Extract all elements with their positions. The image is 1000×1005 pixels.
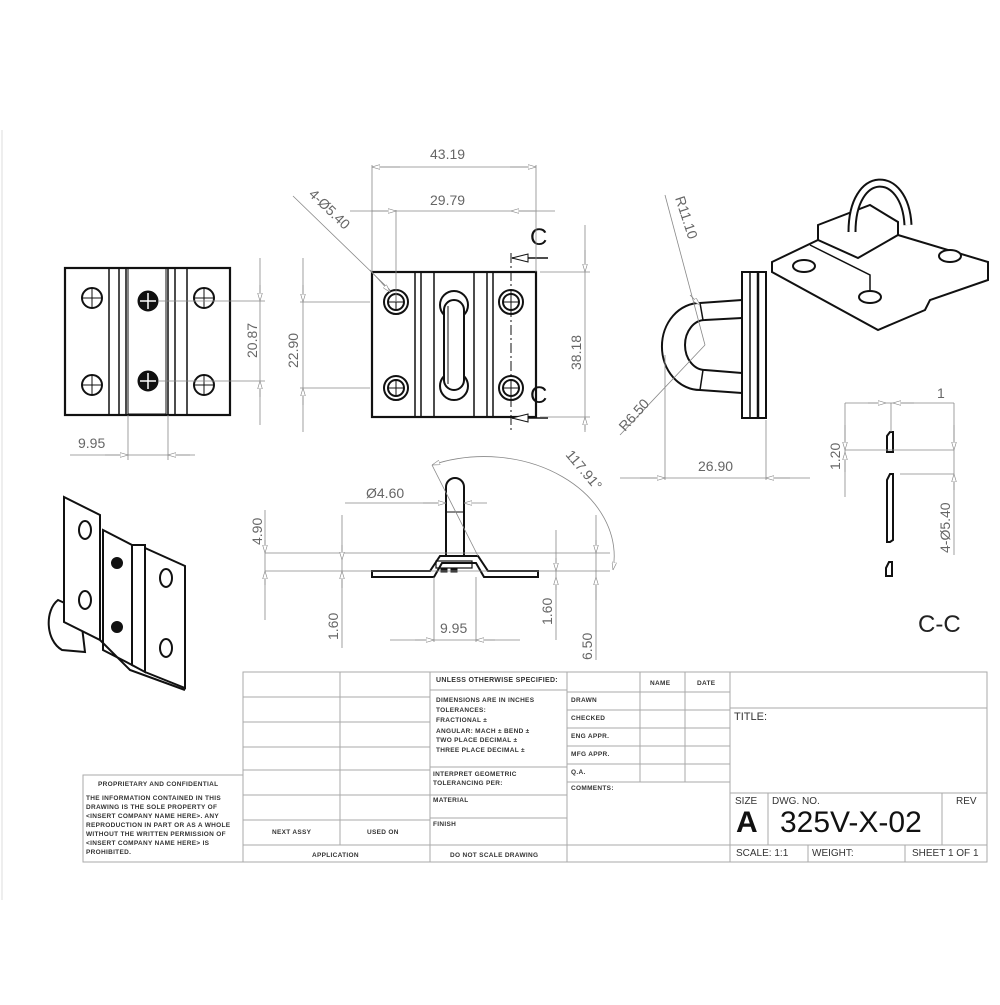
svg-text:38.18: 38.18 [568, 335, 584, 370]
tolerance-line: ANGULAR: MACH ± BEND ± [436, 728, 530, 735]
proprietary-line: THE INFORMATION CONTAINED IN THIS [86, 795, 221, 802]
weight-label: WEIGHT: [812, 848, 854, 859]
svg-text:1.60: 1.60 [325, 613, 341, 640]
bottom-view: Ø4.60 117.91° 4.90 1.60 9.95 1.60 6.50 [249, 447, 614, 660]
svg-text:4.90: 4.90 [249, 518, 265, 545]
next-assy-label: NEXT ASSY [272, 829, 312, 836]
dwg-no-label: DWG. NO. [772, 796, 820, 807]
section-view-cc: 1 1.20 4-Ø5.40 C-C [827, 385, 961, 638]
isometric-view-top [771, 178, 989, 332]
interpret-line: INTERPRET GEOMETRIC [433, 771, 517, 778]
section-marker-top: C [530, 224, 547, 251]
rivet-icon [137, 290, 159, 392]
size-value: A [736, 806, 758, 839]
svg-text:9.95: 9.95 [440, 620, 467, 636]
svg-text:1.20: 1.20 [827, 443, 843, 470]
svg-text:6.50: 6.50 [579, 633, 595, 660]
proprietary-line: PROHIBITED. [86, 849, 132, 856]
rev-label: REV [956, 796, 977, 807]
svg-text:R11.10: R11.10 [672, 194, 701, 241]
svg-text:26.90: 26.90 [698, 458, 733, 474]
interpret-line: TOLERANCING PER: [433, 780, 503, 787]
svg-text:117.91°: 117.91° [563, 447, 606, 494]
col-date-label: DATE [697, 680, 716, 687]
proprietary-line: DRAWING IS THE SOLE PROPERTY OF [86, 804, 218, 811]
title-block-grid [82, 671, 988, 863]
finish-label: FINISH [433, 821, 457, 828]
approval-drawn: DRAWN [571, 697, 598, 704]
approval-qa: Q.A. [571, 769, 586, 776]
isometric-view-bottom [47, 495, 186, 691]
size-label: SIZE [735, 796, 758, 807]
tolerance-line: TWO PLACE DECIMAL ± [436, 737, 518, 744]
svg-text:R6.50: R6.50 [615, 395, 652, 434]
comments-label: COMMENTS: [571, 785, 614, 792]
col-name-label: NAME [650, 680, 671, 687]
application-label: APPLICATION [312, 852, 359, 859]
proprietary-line: <INSERT COMPANY NAME HERE> IS [86, 840, 210, 847]
hole-icon [81, 287, 215, 396]
title-label: TITLE: [734, 711, 768, 723]
svg-text:4-Ø5.40: 4-Ø5.40 [306, 186, 354, 233]
svg-text:9.95: 9.95 [78, 435, 105, 451]
svg-text:43.19: 43.19 [430, 146, 465, 162]
material-label: MATERIAL [433, 797, 469, 804]
used-on-label: USED ON [367, 829, 399, 836]
approval-mfg: MFG APPR. [571, 751, 610, 758]
loop-top-icon [439, 290, 469, 401]
approval-checked: CHECKED [571, 715, 606, 722]
svg-text:4-Ø5.40: 4-Ø5.40 [937, 502, 953, 553]
proprietary-line: REPRODUCTION IN PART OR AS A WHOLE [86, 822, 231, 829]
svg-text:29.79: 29.79 [430, 192, 465, 208]
svg-text:20.87: 20.87 [244, 323, 260, 358]
proprietary-line: WITHOUT THE WRITTEN PERMISSION OF [86, 831, 226, 838]
do-not-scale-label: DO NOT SCALE DRAWING [450, 852, 539, 859]
svg-text:Ø4.60: Ø4.60 [366, 485, 404, 501]
proprietary-line: <INSERT COMPANY NAME HERE>. ANY [86, 813, 220, 820]
tolerance-header: UNLESS OTHERWISE SPECIFIED: [436, 677, 558, 684]
svg-text:1: 1 [937, 385, 945, 401]
section-marker-bottom: C [530, 382, 547, 409]
sheet-label: SHEET 1 OF 1 [912, 848, 979, 859]
dwg-no-value: 325V-X-02 [780, 806, 922, 839]
front-view-center: C C 43.19 29.79 4-Ø5.4 [285, 146, 590, 432]
tolerance-line: TOLERANCES: [436, 707, 487, 714]
tolerance-line: DIMENSIONS ARE IN INCHES [436, 697, 535, 704]
section-label: C-C [918, 611, 961, 638]
scale-label: SCALE: 1:1 [736, 848, 789, 859]
tolerance-line: FRACTIONAL ± [436, 717, 488, 724]
front-view-left: 20.87 9.95 [63, 258, 265, 460]
svg-text:1.60: 1.60 [539, 598, 555, 625]
svg-text:22.90: 22.90 [285, 333, 301, 368]
side-view: R11.10 R6.50 26.90 [615, 194, 810, 480]
tolerance-line: THREE PLACE DECIMAL ± [436, 747, 525, 754]
approval-eng: ENG APPR. [571, 733, 610, 740]
proprietary-header: PROPRIETARY AND CONFIDENTIAL [98, 781, 219, 788]
